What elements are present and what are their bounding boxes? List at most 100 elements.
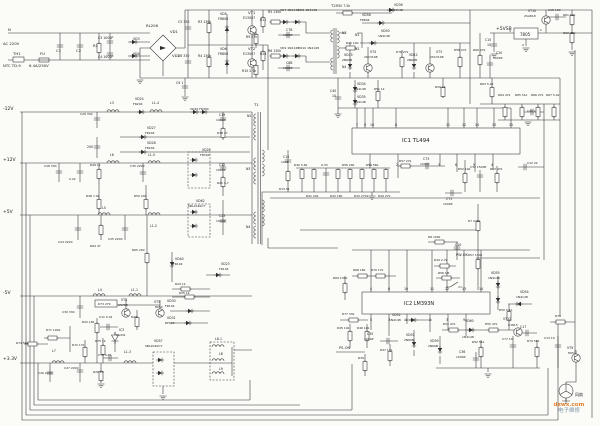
component-label: VD55	[491, 271, 500, 275]
component-label: VT12	[503, 317, 511, 321]
resistor	[285, 169, 291, 183]
component-label: C12 22	[527, 161, 538, 165]
component-label: R76 27k	[396, 50, 409, 54]
midbottom-rectifiers	[169, 259, 235, 381]
component-label: 13	[492, 123, 496, 127]
resistor	[374, 273, 387, 279]
transistor	[121, 308, 131, 318]
component-label: C21 1	[527, 109, 536, 113]
component-label: 1N4148	[354, 100, 366, 104]
component-label: R53 47k	[490, 167, 503, 171]
component-label: VD20 FR304	[190, 107, 209, 111]
component-label: VD7 1N4148	[280, 8, 299, 12]
component-label: L9	[219, 367, 223, 371]
component-label: R60 27k	[473, 48, 486, 52]
component-label: FR104	[173, 262, 183, 266]
component-label: VD15	[344, 53, 353, 57]
diode	[155, 357, 165, 363]
diode	[189, 209, 199, 215]
component-label: VD1	[170, 29, 179, 34]
component-label: R40 5.6k	[294, 163, 308, 167]
component-label: R52 51k	[472, 340, 485, 344]
component-label: N4	[246, 225, 250, 229]
component-label: 1N4148	[462, 335, 474, 339]
component-label: FR804	[360, 18, 370, 22]
component-label: VT10	[528, 9, 536, 13]
component-label: R52 10k	[458, 167, 471, 171]
transformer-winding	[253, 157, 257, 171]
component-label: 14	[475, 123, 479, 127]
component-label: R71 100k	[46, 328, 61, 332]
component-label: R50 5.1k	[499, 308, 513, 312]
resistor	[269, 19, 282, 25]
component-label: 100P	[281, 160, 289, 164]
resistor	[438, 263, 451, 269]
component-label: 9	[463, 318, 465, 322]
component-label: VD6	[220, 47, 227, 51]
component-label: 1000P	[216, 118, 226, 122]
component-label: C24 2200	[58, 240, 73, 244]
component-label: 5	[370, 318, 372, 322]
diode	[189, 223, 199, 229]
resistor	[299, 167, 305, 181]
component-label: VD51	[406, 333, 415, 337]
component-label: R74 56k	[16, 341, 29, 345]
component-label: 12	[462, 123, 466, 127]
transistor	[155, 308, 165, 318]
inductor	[51, 360, 65, 364]
component-label: IC1 TL494	[402, 138, 430, 144]
component-label: 1	[369, 163, 371, 167]
resistor	[356, 273, 369, 279]
component-label: R75 1k	[95, 339, 106, 343]
component-label: VD60	[465, 319, 474, 323]
component-label: C19	[219, 113, 225, 117]
component-label: L1-1	[131, 288, 138, 292]
component-label: 1000P	[456, 355, 466, 359]
component-label: 11	[430, 287, 434, 291]
resistor	[534, 345, 540, 359]
component-label: 9	[364, 123, 366, 127]
component-label: C29 330	[80, 112, 93, 116]
component-label: R62 47k	[563, 31, 576, 35]
component-label: C16 100	[548, 8, 561, 12]
component-label: 6	[455, 163, 457, 167]
component-label: C13 10	[544, 336, 555, 340]
component-label: 3	[438, 163, 440, 167]
component-label: N3	[246, 167, 250, 171]
resistor	[98, 223, 104, 237]
component-label: 1N4148	[378, 34, 390, 38]
transformer-winding	[336, 30, 340, 44]
component-label: C75 0.01	[98, 353, 112, 357]
component-label: C22	[219, 163, 225, 167]
component-label: FR204	[145, 146, 155, 150]
component-label: 1N4148	[391, 8, 403, 12]
component-label: VD54	[520, 290, 529, 294]
component-label: VD12	[409, 53, 418, 57]
dual-diode-package	[187, 151, 211, 189]
ground-icon	[136, 79, 144, 84]
transformer-winding	[261, 199, 265, 213]
diode	[213, 272, 223, 278]
component-label: 14	[479, 287, 483, 291]
diode	[292, 19, 302, 25]
component-label: L1-4	[152, 101, 159, 105]
component-label: R68 18k	[353, 268, 366, 272]
component-label: C5 330	[178, 20, 189, 24]
diode	[189, 157, 199, 163]
component-label: L1-3	[124, 350, 131, 354]
component-label: R20 10	[93, 370, 104, 374]
transformer-winding	[253, 127, 257, 141]
resistor	[359, 167, 365, 181]
resistor	[143, 197, 149, 211]
input-stage	[12, 34, 189, 101]
component-label: C9 1	[176, 81, 183, 85]
component-label: R59 1k	[435, 85, 446, 89]
component-label: VD28	[147, 141, 156, 145]
component-label: R78	[555, 314, 561, 318]
component-label: L5	[102, 206, 106, 210]
standby-supply	[341, 7, 576, 126]
component-label: 1000P	[443, 202, 453, 206]
component-label: R7 270k	[468, 219, 481, 223]
resistor	[335, 167, 341, 181]
